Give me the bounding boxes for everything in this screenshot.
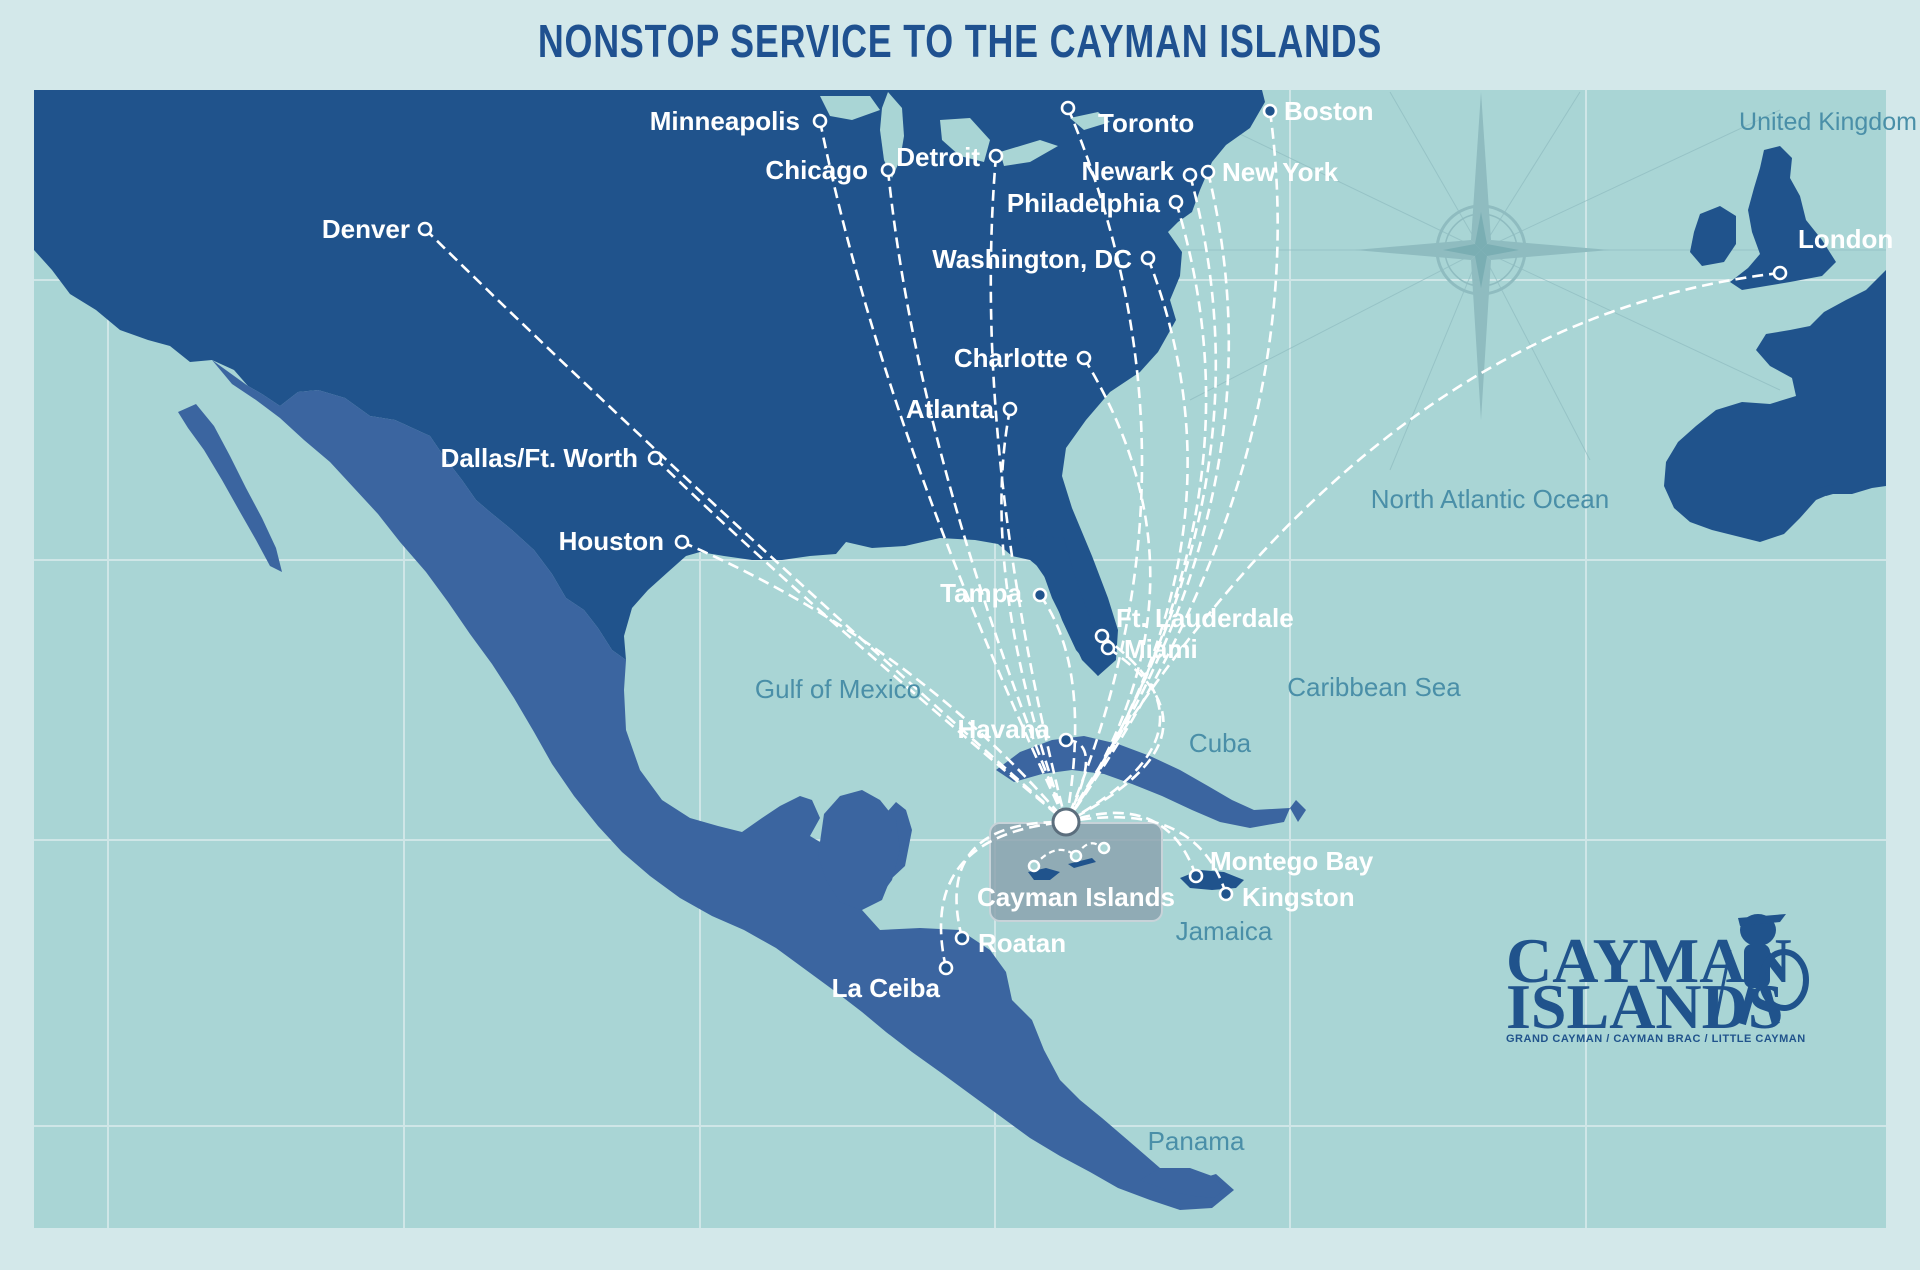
city-marker-philadelphia[interactable]: [1168, 194, 1184, 210]
europe-landmass: [1664, 270, 1886, 542]
route-laceiba: [939, 820, 1067, 969]
city-marker-atlanta[interactable]: [1002, 401, 1018, 417]
city-label-denver[interactable]: Denver: [322, 214, 410, 244]
compass-rose-icon: [1100, 91, 1886, 471]
inter-island-markers[interactable]: [1027, 841, 1111, 873]
route-chicago: [886, 169, 1068, 823]
route-newark: [1064, 174, 1218, 823]
route-denver: [424, 228, 1067, 823]
city-label-tampa[interactable]: Tampa: [940, 578, 1022, 608]
city-label-dallas[interactable]: Dallas/Ft. Worth: [441, 443, 638, 473]
city-label-detroit[interactable]: Detroit: [896, 142, 980, 172]
city-label-charlotte[interactable]: Charlotte: [954, 343, 1068, 373]
city-marker-boston[interactable]: [1262, 103, 1278, 119]
hub-label: Cayman Islands: [977, 882, 1175, 912]
city-label-roatan[interactable]: Roatan: [978, 928, 1066, 958]
city-marker-minneapolis[interactable]: [812, 113, 828, 129]
logo-line-2: ISLANDS: [1506, 971, 1783, 1042]
hub-marker[interactable]: [1051, 807, 1081, 837]
city-marker-havana[interactable]: [1058, 732, 1074, 748]
route-minneapolis: [818, 120, 1068, 823]
city-marker-kingston[interactable]: [1218, 886, 1234, 902]
city-marker-denver[interactable]: [417, 221, 433, 237]
uk-landmass: [1730, 146, 1836, 290]
route-roatan: [955, 820, 1067, 939]
mexico-central-america-landmass: [212, 360, 1234, 1210]
city-label-chicago[interactable]: Chicago: [765, 155, 868, 185]
baja-california-landmass: [178, 404, 282, 572]
map-title: NONSTOP SERVICE TO THE CAYMAN ISLANDS: [537, 15, 1383, 67]
hispaniola-landmass: [1290, 800, 1306, 822]
route-kingston: [1065, 815, 1228, 895]
city-label-boston[interactable]: Boston: [1284, 96, 1374, 126]
cayman-islands-logo: CAYMAN ISLANDS GRAND CAYMAN / CAYMAN BRA…: [1506, 914, 1809, 1045]
cayman-brac-landmass: [1068, 858, 1096, 868]
route-atlanta: [1000, 408, 1068, 823]
route-montegobay: [1065, 811, 1198, 877]
route-dallas: [654, 457, 1067, 823]
city-label-miami[interactable]: Miami: [1124, 634, 1198, 664]
city-marker-chicago[interactable]: [880, 162, 896, 178]
city-marker-roatan[interactable]: [954, 930, 970, 946]
city-marker-miami[interactable]: [1100, 640, 1116, 656]
city-marker-toronto[interactable]: [1060, 100, 1076, 116]
route-toronto: [1064, 107, 1144, 823]
city-marker-newark[interactable]: [1182, 167, 1198, 183]
city-label-houston[interactable]: Houston: [559, 526, 664, 556]
city-label-minneapolis[interactable]: Minneapolis: [650, 106, 800, 136]
turtle-mascot-icon: [1714, 914, 1809, 1026]
route-lines: [424, 107, 1781, 969]
city-marker-detroit[interactable]: [988, 148, 1004, 164]
route-london: [1064, 271, 1781, 823]
city-marker-ftlauderdale[interactable]: [1094, 628, 1110, 644]
city-marker-london[interactable]: [1772, 265, 1788, 281]
city-marker-laceiba[interactable]: [938, 960, 954, 976]
route-boston: [1064, 110, 1279, 823]
city-label-kingston[interactable]: Kingston: [1242, 882, 1355, 912]
city-label-havana[interactable]: Havana: [958, 714, 1051, 744]
cuba-landmass: [996, 736, 1290, 828]
route-charlotte: [1064, 357, 1152, 823]
yucatan-landmass: [818, 790, 900, 910]
city-marker-houston[interactable]: [674, 534, 690, 550]
balearic-landmass: [1820, 484, 1840, 496]
route-houston: [681, 540, 1067, 823]
route-detroit: [989, 155, 1068, 823]
city-label-toronto[interactable]: Toronto: [1098, 108, 1194, 138]
route-newyork: [1064, 171, 1231, 823]
city-label-london[interactable]: London: [1798, 224, 1893, 254]
florida-landmass: [1000, 536, 1104, 676]
ireland-landmass: [1690, 206, 1736, 266]
city-label-philadelphia[interactable]: Philadelphia: [1007, 188, 1161, 218]
logo-tagline: GRAND CAYMAN / CAYMAN BRAC / LITTLE CAYM…: [1506, 1033, 1806, 1045]
city-label-montegobay[interactable]: Montego Bay: [1210, 846, 1374, 876]
city-marker-dallas[interactable]: [647, 450, 663, 466]
route-tampa: [1038, 594, 1077, 823]
region-label-united-kingdom: United Kingdom: [1739, 108, 1917, 136]
region-label-north-atlantic: North Atlantic Ocean: [1371, 484, 1609, 514]
city-label-washington[interactable]: Washington, DC: [932, 244, 1132, 274]
city-label-laceiba[interactable]: La Ceiba: [832, 973, 941, 1003]
city-marker-tampa[interactable]: [1032, 587, 1048, 603]
city-label-newark[interactable]: Newark: [1082, 156, 1175, 186]
usa-canada-landmass: [34, 90, 1265, 676]
city-label-newyork[interactable]: New York: [1222, 157, 1339, 187]
city-marker-montegobay[interactable]: [1188, 868, 1204, 884]
region-label-gulf-of-mexico: Gulf of Mexico: [755, 674, 921, 704]
route-miami: [1065, 646, 1165, 824]
great-lakes: [820, 92, 1110, 178]
region-label-cuba: Cuba: [1189, 728, 1252, 758]
region-label-jamaica: Jamaica: [1176, 916, 1273, 946]
route-ftlauderdale: [1065, 634, 1162, 824]
route-havana: [1064, 738, 1088, 823]
panama-landmass: [1140, 1168, 1226, 1198]
city-label-ftlauderdale[interactable]: Ft. Lauderdale: [1116, 603, 1294, 633]
city-marker-charlotte[interactable]: [1076, 350, 1092, 366]
region-label-panama: Panama: [1148, 1126, 1245, 1156]
city-marker-washington[interactable]: [1140, 250, 1156, 266]
city-marker-newyork[interactable]: [1200, 164, 1216, 180]
region-label-caribbean-sea: Caribbean Sea: [1287, 672, 1461, 702]
city-label-atlanta[interactable]: Atlanta: [906, 394, 995, 424]
